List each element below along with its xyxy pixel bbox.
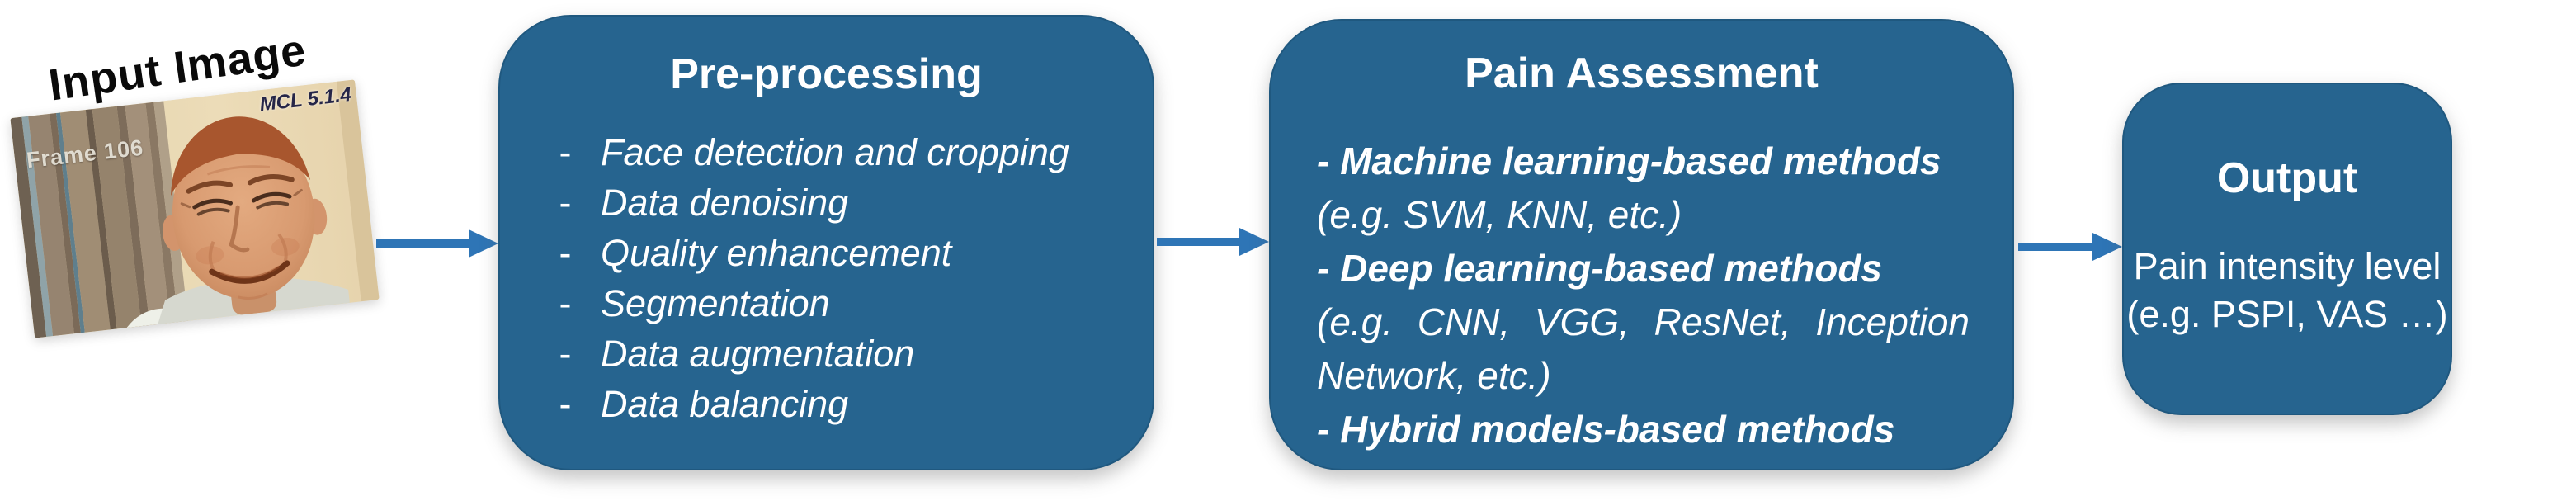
- list-item: - Data denoising: [554, 177, 1154, 228]
- bullet-dash: -: [559, 333, 572, 375]
- list-item-label: Data augmentation: [601, 333, 915, 375]
- preprocessing-box: Pre-processing - Face detection and crop…: [498, 15, 1154, 470]
- face-photo-illustration: [10, 79, 380, 338]
- preprocessing-title: Pre-processing: [670, 50, 983, 98]
- arrow-head-icon: [1239, 228, 1269, 256]
- list-item-label: Segmentation: [601, 282, 830, 324]
- output-title: Output: [2216, 154, 2358, 202]
- list-item-label: Data denoising: [601, 182, 849, 224]
- arrow-head-icon: [469, 229, 498, 258]
- bullet-dash: -: [559, 232, 572, 274]
- method-line-deep-learning: - Deep learning-based methods: [1317, 247, 1883, 290]
- arrow-head-icon: [2092, 233, 2122, 261]
- pain-assessment-title: Pain Assessment: [1465, 50, 1819, 97]
- list-item-label: Quality enhancement: [601, 232, 952, 274]
- output-line-intensity: Pain intensity level: [2133, 245, 2442, 287]
- method-line-dl-examples-1: (e.g. CNN, VGG, ResNet, Inception: [1317, 300, 1970, 343]
- bullet-dash: -: [559, 282, 572, 324]
- flow-arrow-assessment-to-output: [2018, 233, 2122, 261]
- list-item: - Data augmentation: [554, 328, 1154, 379]
- output-line-examples: (e.g. PSPI, VAS …): [2126, 293, 2448, 335]
- list-item-label: Face detection and cropping: [601, 131, 1069, 173]
- method-line-dl-examples-2: Network, etc.): [1317, 354, 1551, 397]
- preprocessing-list: - Face detection and cropping - Data den…: [498, 127, 1154, 429]
- pain-assessment-box: Pain Assessment - Machine learning-based…: [1269, 19, 2014, 470]
- method-line-ml-examples: (e.g. SVM, KNN, etc.): [1317, 193, 1682, 236]
- pain-assessment-methods: - Machine learning-based methods (e.g. S…: [1269, 135, 2014, 456]
- flow-arrow-preprocessing-to-assessment: [1157, 228, 1269, 256]
- list-item-label: Data balancing: [601, 383, 849, 425]
- arrow-shaft: [376, 239, 469, 248]
- list-item: - Quality enhancement: [554, 228, 1154, 278]
- list-item: - Segmentation: [554, 278, 1154, 328]
- method-line-hybrid: - Hybrid models-based methods: [1317, 408, 1895, 451]
- arrow-shaft: [1157, 238, 1239, 246]
- bullet-dash: -: [559, 182, 572, 224]
- input-face-photo: Frame 106 MCL 5.1.4: [10, 79, 380, 338]
- bullet-dash: -: [559, 131, 572, 173]
- output-description: Pain intensity level (e.g. PSPI, VAS …): [2122, 243, 2452, 338]
- method-line-machine-learning: - Machine learning-based methods: [1317, 139, 1941, 182]
- list-item: - Face detection and cropping: [554, 127, 1154, 177]
- flow-arrow-input-to-preprocessing: [376, 229, 498, 258]
- arrow-shaft: [2018, 243, 2092, 251]
- output-box: Output Pain intensity level (e.g. PSPI, …: [2122, 83, 2452, 415]
- list-item: - Data balancing: [554, 379, 1154, 429]
- bullet-dash: -: [559, 383, 572, 425]
